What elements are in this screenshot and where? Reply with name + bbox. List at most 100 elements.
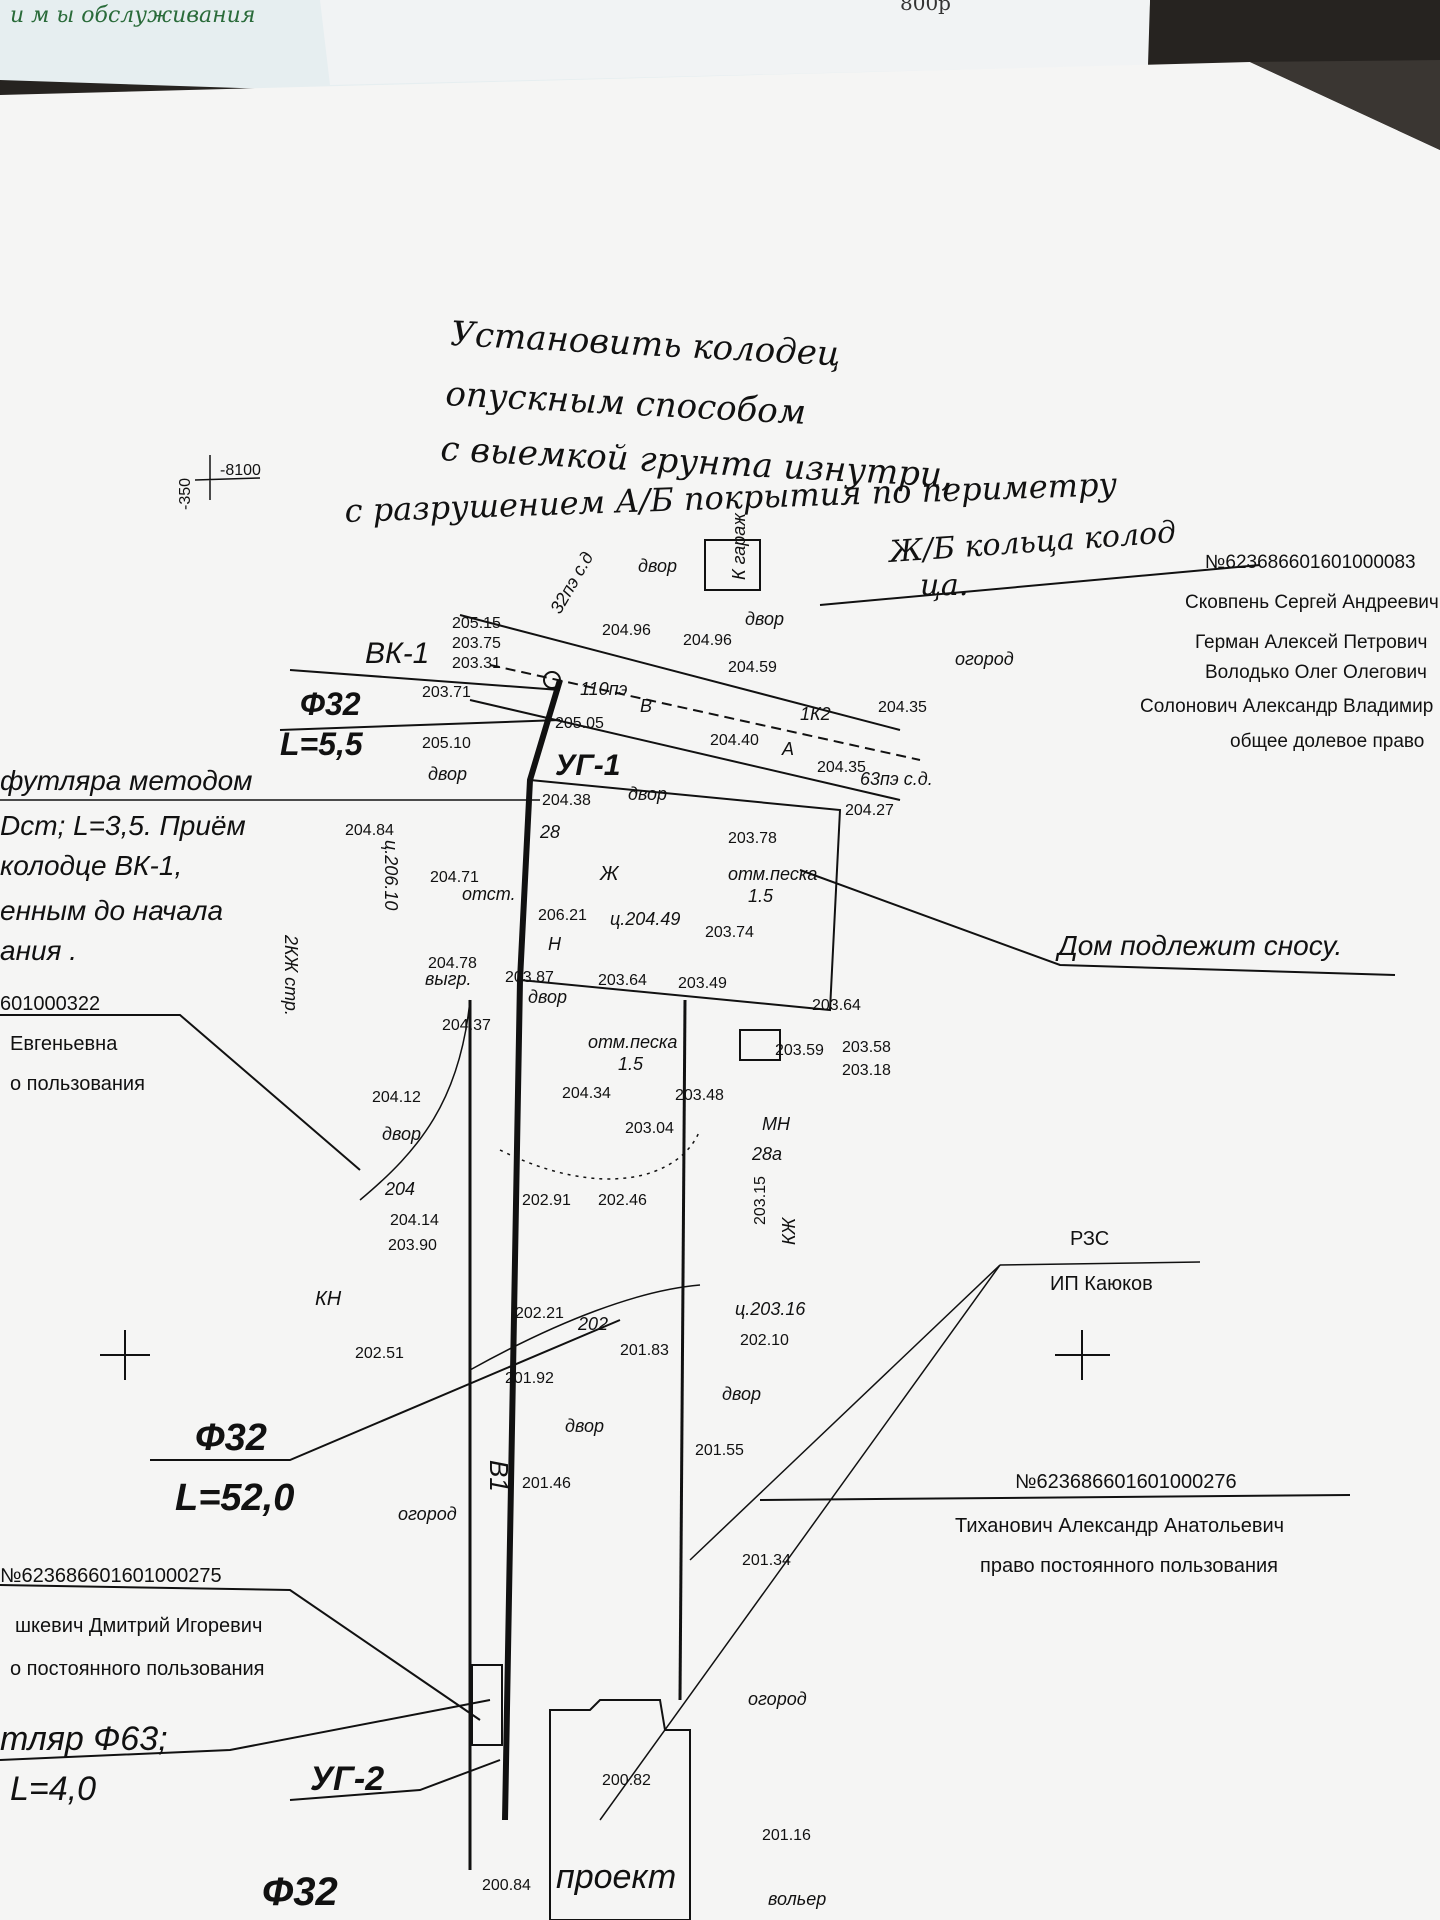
label-vygr: выгр. xyxy=(425,969,472,989)
rzs-leader-2 xyxy=(599,1264,1001,1821)
elevation: 202.46 xyxy=(598,1192,647,1209)
label-contour-204: 204 xyxy=(384,1179,415,1199)
label-c206-10: ц.206.10 xyxy=(381,840,401,910)
label-otm-val-2: 1.5 xyxy=(618,1054,644,1074)
label-contour-202: 202 xyxy=(577,1314,608,1334)
label-volyer: вольер xyxy=(768,1889,826,1909)
parcel-322-line xyxy=(0,1014,361,1171)
label-c204-49: ц.204.49 xyxy=(610,909,680,929)
vk1-label: ВК-1 xyxy=(365,637,429,670)
elevation: 201.46 xyxy=(522,1475,571,1492)
owner-3: Володько Олег Олегович xyxy=(1205,662,1427,683)
contour-202 xyxy=(469,1284,701,1371)
rzs-label: РЗС xyxy=(1070,1228,1109,1250)
elevation: 204.78 xyxy=(428,955,477,972)
l55-label: L=5,5 xyxy=(280,726,364,762)
elevation: 200.82 xyxy=(602,1772,651,1789)
d32-mid-label: Ф32 xyxy=(195,1417,267,1459)
ug2-line xyxy=(289,1759,501,1801)
elevation: 203.90 xyxy=(388,1237,437,1254)
cross-mark-right xyxy=(1055,1330,1110,1380)
elevation: 203.18 xyxy=(842,1062,891,1079)
elevation: 203.04 xyxy=(625,1120,674,1137)
parcel-right: право постоянного пользования xyxy=(980,1555,1278,1577)
method-2: Dст; L=3,5. Приём xyxy=(0,810,246,841)
elevation: 203.78 xyxy=(728,830,777,847)
elevation: 202.51 xyxy=(355,1345,404,1362)
elevation: 201.34 xyxy=(742,1552,791,1569)
elevation: 203.48 xyxy=(675,1087,724,1104)
parcel-number: №623686601601000275 xyxy=(0,1565,222,1587)
house-outline xyxy=(518,778,842,1012)
label-n: Н xyxy=(548,934,562,954)
callout-line-vk1 xyxy=(289,669,561,691)
ug2-label: УГ-2 xyxy=(310,1760,384,1798)
method-1: футляра методом xyxy=(0,765,252,796)
owner-1: Сковпень Сергей Андреевич xyxy=(1185,592,1439,613)
parcel-right: общее долевое право xyxy=(1230,731,1424,752)
elevation: 203.87 xyxy=(505,969,554,986)
street-boundary-3 xyxy=(469,699,901,801)
elevation: 202.10 xyxy=(740,1332,789,1349)
label-ogorod-1: огород xyxy=(955,649,1014,669)
elevation: 204.96 xyxy=(602,622,651,639)
label-dvor-5: двор xyxy=(528,987,567,1007)
label-2kzh: 2КЖ стр. xyxy=(281,934,301,1016)
label-dvor-8: двор xyxy=(722,1384,761,1404)
d32-top-label: Ф32 xyxy=(300,686,361,722)
label-28: 28 xyxy=(539,822,560,842)
parcel-number: №623686601601000276 xyxy=(1015,1471,1237,1493)
ug1-label: УГ-1 xyxy=(555,749,620,782)
elevation: 204.59 xyxy=(728,659,777,676)
elevation: 205.10 xyxy=(422,735,471,752)
street-boundary-2 xyxy=(489,664,921,761)
elevation: 200.84 xyxy=(482,1877,531,1894)
label-dvor-2: двор xyxy=(745,609,784,629)
elevation: 204.35 xyxy=(878,699,927,716)
label-kn: КН xyxy=(315,1288,342,1310)
label-mn: МН xyxy=(762,1114,791,1134)
elevation: 204.38 xyxy=(542,792,591,809)
elevation: 201.16 xyxy=(762,1827,811,1844)
elevation: 203.15 xyxy=(752,1176,769,1225)
rzs-block: РЗС ИП Каюков xyxy=(1050,1228,1153,1295)
label-ogorod-3: огород xyxy=(748,1689,807,1709)
elevation: 201.92 xyxy=(505,1370,554,1387)
label-otm-peska-1: отм.песка xyxy=(728,864,817,884)
callout-line-d32 xyxy=(279,719,561,731)
owner-4: Солонович Александр Владимир xyxy=(1140,696,1433,717)
elevation: 204.34 xyxy=(562,1085,611,1102)
sheet-shadow xyxy=(1250,60,1440,150)
elevation: 203.75 xyxy=(452,635,501,652)
label-line-v: В xyxy=(640,696,652,716)
parcel-083: №623686601601000083 Сковпень Сергей Андр… xyxy=(1140,552,1439,752)
method-5: ания . xyxy=(0,935,77,966)
drawing-sheet xyxy=(0,62,1440,1920)
top-sheet-text-1: и м ы обслуживания xyxy=(10,3,255,28)
elevation: 204.35 xyxy=(817,759,866,776)
label-otm-val-1: 1.5 xyxy=(748,886,774,906)
label-line-1k2: 1К2 xyxy=(800,704,831,724)
rzs-name: ИП Каюков xyxy=(1050,1273,1153,1295)
elevation: 203.31 xyxy=(452,655,501,672)
label-line-a: А xyxy=(781,739,794,759)
yard-border-right xyxy=(678,999,687,1701)
top-paper-sheet xyxy=(320,0,1150,85)
note-line-6: ца. xyxy=(920,568,968,603)
parcel-275-line xyxy=(0,1584,481,1721)
label-dvor-4: двор xyxy=(428,764,467,784)
parcel-276: №623686601601000276 Тиханович Александр … xyxy=(955,1471,1284,1577)
d32-bottom-label: Ф32 xyxy=(262,1870,338,1914)
elevation: 204.71 xyxy=(430,869,479,886)
elevation: 204.12 xyxy=(372,1089,421,1106)
callout-line-demolish xyxy=(799,869,1396,976)
owner-1: Тиханович Александр Анатольевич xyxy=(955,1515,1284,1537)
elevation: 201.83 xyxy=(620,1342,669,1359)
elevation: 204.84 xyxy=(345,822,394,839)
elevation: 204.40 xyxy=(710,732,759,749)
rzs-leader-1 xyxy=(689,1264,1001,1561)
label-proekt: проект xyxy=(556,1858,676,1896)
label-otst: отст. xyxy=(462,884,516,904)
case-line-2: L=4,0 xyxy=(10,1770,96,1808)
elevation: 203.64 xyxy=(812,997,861,1014)
